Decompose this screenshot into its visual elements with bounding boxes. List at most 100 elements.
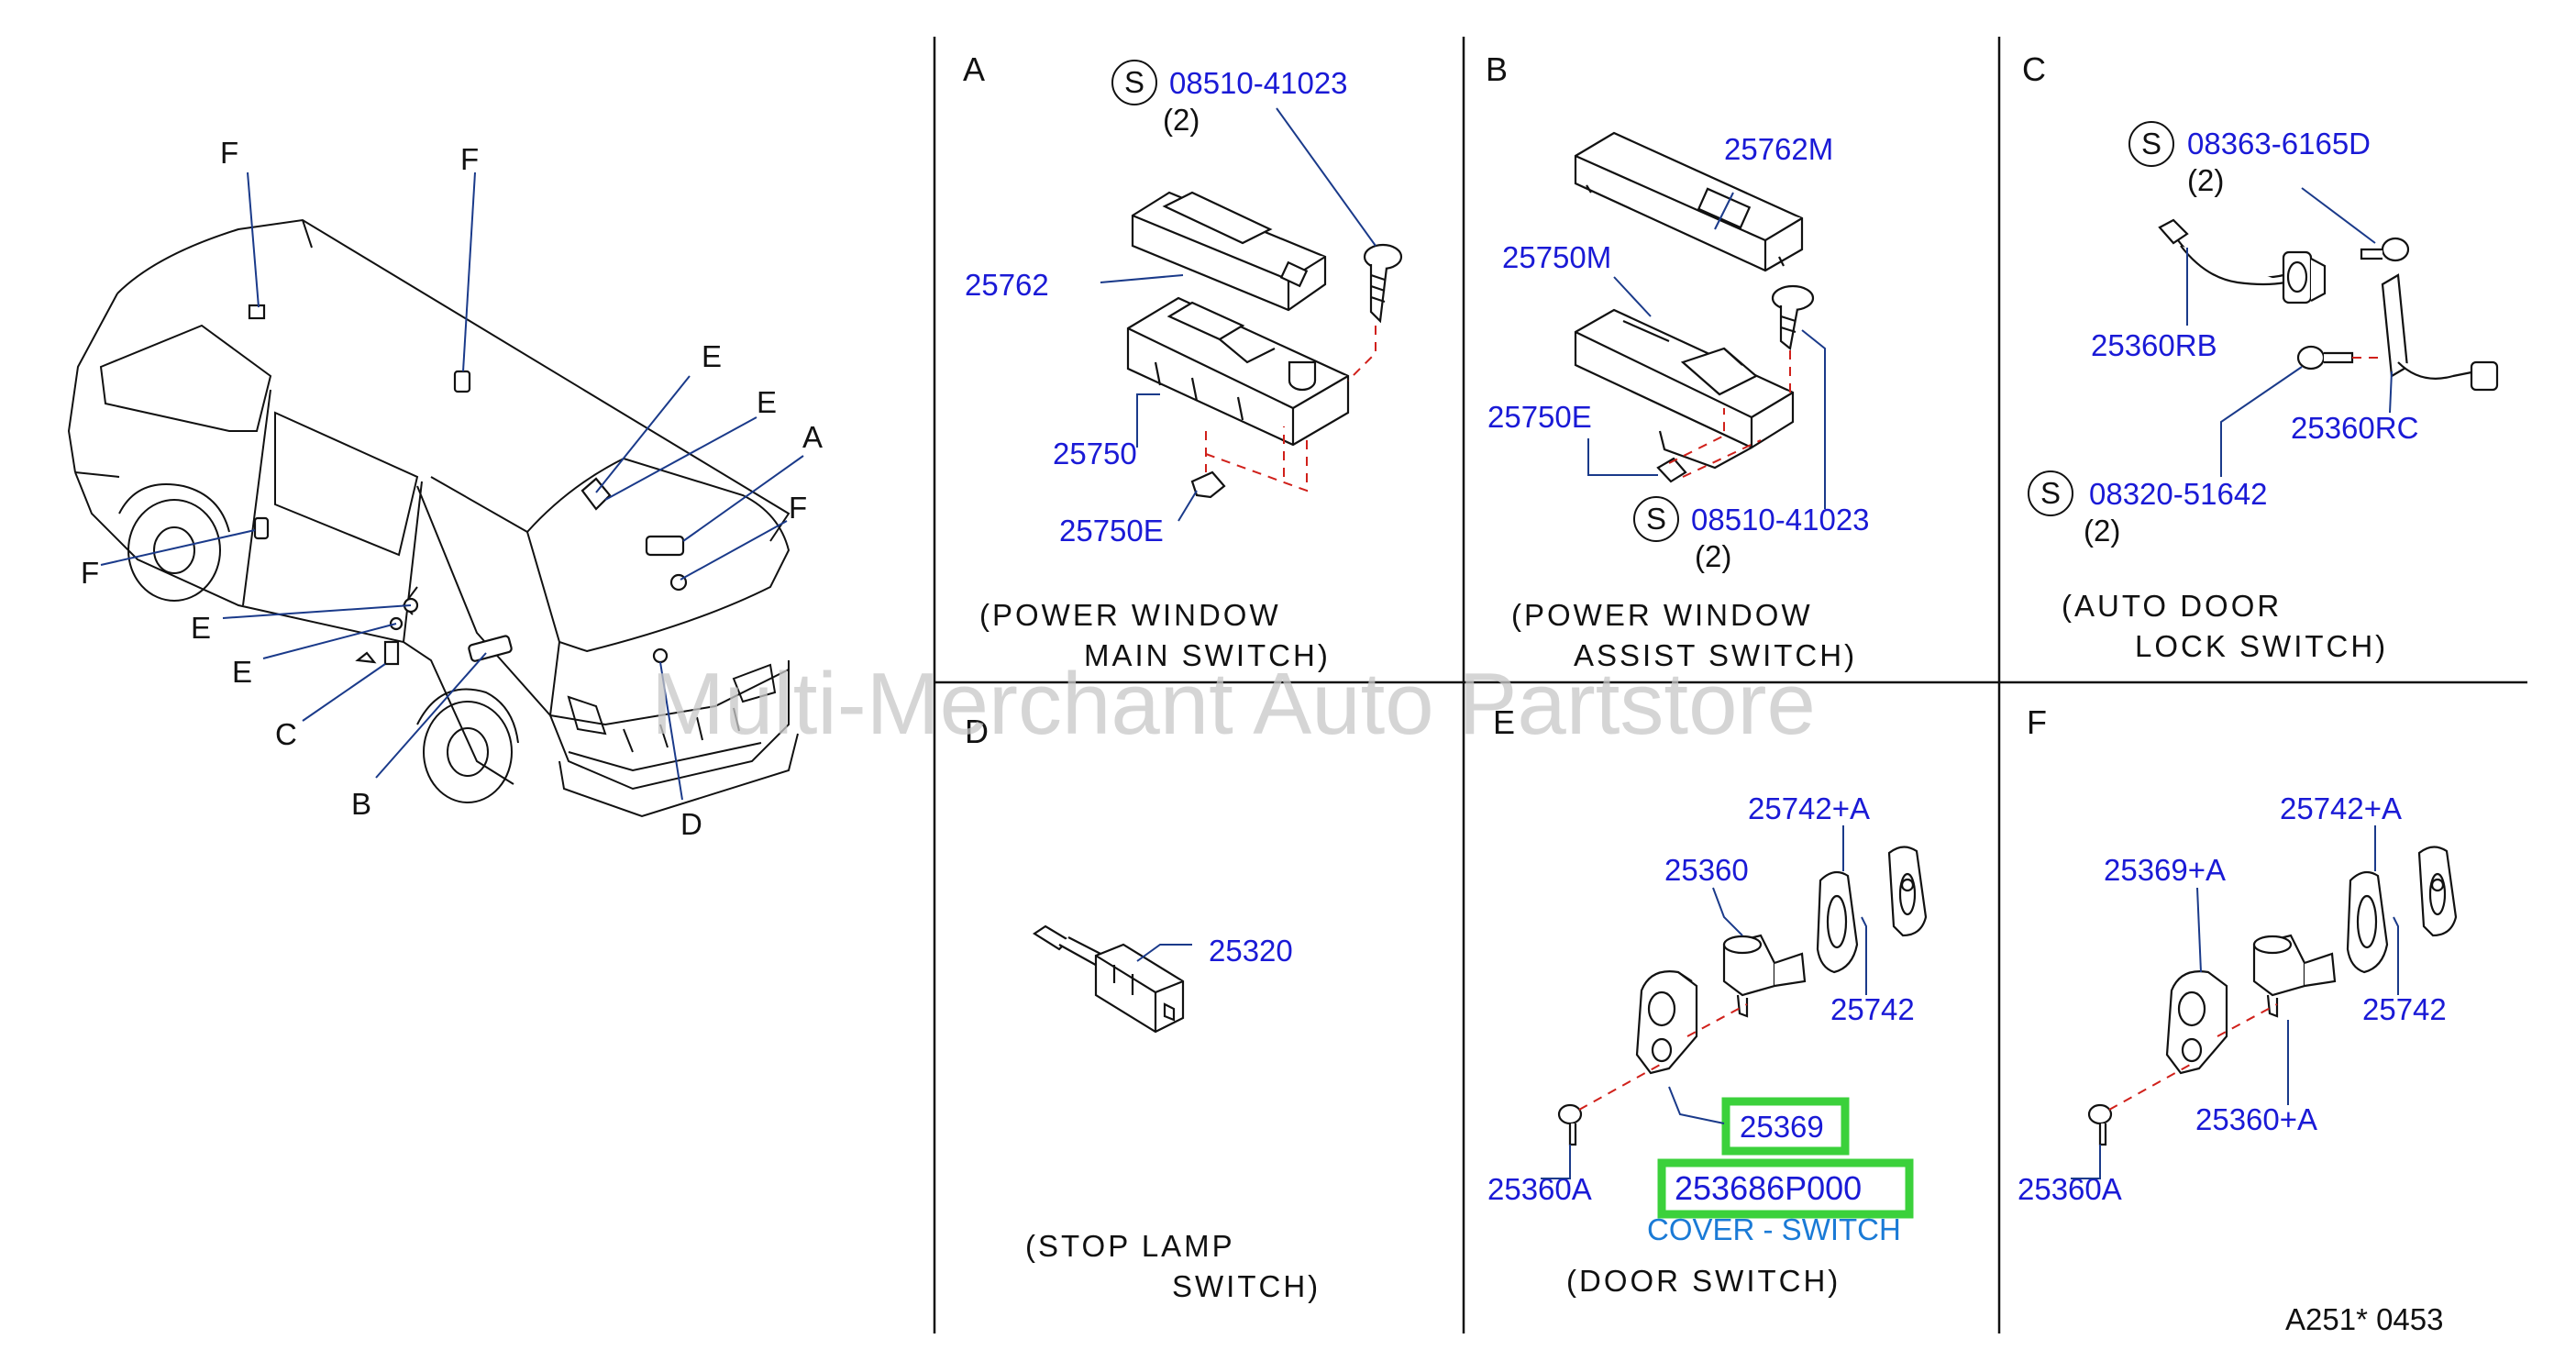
part-b-25750m[interactable]: 25750M	[1502, 240, 1611, 274]
marker-f-side	[253, 516, 270, 540]
f-switch-body-icon	[2252, 934, 2337, 1018]
caption-d-line1: (STOP LAMP	[1025, 1229, 1235, 1263]
vehicle-label-f4: F	[81, 556, 99, 590]
vehicle-overview: F F E E A F F E E C B D	[67, 136, 823, 841]
screw-symbol-b: S	[1646, 502, 1666, 536]
f-gasket-icon	[2417, 846, 2458, 937]
screw-symbol-icon	[1111, 60, 1157, 105]
part-c-screw2-qty: (2)	[2084, 514, 2120, 548]
part-f-25360a[interactable]: 25360A	[2018, 1172, 2122, 1206]
clip-icon	[1190, 470, 1226, 499]
van-outline	[67, 218, 799, 818]
f-boot-icon	[2346, 870, 2389, 974]
part-a-screw-code[interactable]: 08510-41023	[1169, 66, 1348, 100]
caption-d-line2: SWITCH)	[1172, 1269, 1321, 1303]
part-f-25369a[interactable]: 25369+A	[2104, 853, 2226, 887]
vehicle-label-e1: E	[702, 339, 722, 373]
caption-c-line2: LOCK SWITCH)	[2135, 629, 2388, 663]
part-e-253686p000[interactable]: 253686P000	[1675, 1169, 1862, 1207]
panel-letter-c: C	[2022, 50, 2046, 88]
part-e-25742[interactable]: 25742	[1830, 992, 1915, 1026]
part-f-25742[interactable]: 25742	[2362, 992, 2447, 1026]
panel-c-leaders	[2186, 187, 2393, 477]
part-e-25360a[interactable]: 25360A	[1487, 1172, 1592, 1206]
panel-d-leaders	[1136, 944, 1192, 962]
part-b-screw-code[interactable]: 08510-41023	[1691, 503, 1870, 537]
part-c-25360rc[interactable]: 25360RC	[2291, 411, 2418, 445]
marker-b	[468, 635, 513, 662]
panel-b-leaders	[1587, 192, 1826, 509]
vehicle-switch-markers	[248, 304, 688, 666]
panel-c: C S 08363-6165D (2) 25360RB 25360RC S 08…	[2022, 50, 2499, 663]
vehicle-label-f2: F	[460, 142, 479, 176]
panel-letter-f: F	[2027, 703, 2047, 741]
caption-a-line2: MAIN SWITCH)	[1084, 638, 1331, 672]
part-c-25360rb[interactable]: 25360RB	[2091, 328, 2217, 362]
vehicle-label-c: C	[275, 717, 297, 751]
screw-symbol-c2: S	[2040, 476, 2061, 510]
marker-c2	[355, 651, 377, 664]
panel-e: E 25742+A 25360 25742 25369 25360A 25368…	[1487, 703, 1928, 1298]
door-switch-bracket-icon	[1635, 970, 1698, 1075]
highlight-box-253686p000	[1657, 1158, 1914, 1219]
vehicle-leader-lines	[100, 172, 804, 801]
part-a-25762[interactable]: 25762	[965, 268, 1049, 302]
door-switch-body-icon	[1722, 934, 1807, 1018]
caption-b-line2: ASSIST SWITCH)	[1574, 638, 1857, 672]
lock-switch-rc-icon	[2381, 273, 2499, 392]
f-bracket-icon	[2165, 970, 2228, 1075]
part-f-25742a[interactable]: 25742+A	[2280, 791, 2402, 825]
vehicle-label-f1: F	[220, 136, 238, 170]
screw-symbol-b-icon	[1633, 496, 1679, 542]
panel-a: A S 08510-41023 (2) 25762 25750 25750E	[963, 50, 1403, 672]
part-c-screw1-code[interactable]: 08363-6165D	[2187, 127, 2371, 160]
part-e-25742a[interactable]: 25742+A	[1748, 791, 1870, 825]
screw-symbol-c1: S	[2141, 127, 2161, 160]
caption-e-line1: (DOOR SWITCH)	[1566, 1264, 1841, 1298]
f-assembly-lines	[2108, 1003, 2278, 1111]
panel-f: F 25742+A 25369+A 25742 25360+A 25360A	[2018, 703, 2458, 1206]
part-b-25762m[interactable]: 25762M	[1724, 132, 1833, 166]
stop-lamp-switch-icon	[1032, 924, 1185, 1034]
panel-f-leaders	[2071, 825, 2399, 1179]
watermark-text: Multi-Merchant Auto Partstore	[651, 655, 1816, 753]
vehicle-letters: F F E E A F F E E C B D	[81, 136, 823, 841]
assist-screw-icon	[1771, 284, 1815, 351]
part-a-25750e[interactable]: 25750E	[1059, 514, 1164, 548]
door-switch-boot-icon	[1816, 870, 1859, 974]
lock-switch-rb-icon	[2158, 218, 2327, 304]
marker-f-roof	[248, 304, 266, 320]
part-f-25360a-plus[interactable]: 25360+A	[2195, 1102, 2317, 1136]
vehicle-label-e3: E	[191, 611, 211, 645]
lock-screw1-icon	[2360, 237, 2410, 262]
screw-symbol-c1-icon	[2128, 121, 2174, 167]
marker-f-roof2	[453, 370, 471, 393]
caption-a-line1: (POWER WINDOW	[979, 598, 1281, 632]
screw-icon	[1363, 243, 1403, 324]
part-c-screw2-code[interactable]: 08320-51642	[2089, 477, 2268, 511]
panel-letter-e: E	[1493, 703, 1515, 741]
f-screw-icon	[2087, 1103, 2113, 1146]
vehicle-label-e4: E	[232, 655, 252, 689]
part-e-cover-switch-desc: COVER - SWITCH	[1647, 1212, 1901, 1246]
assist-assembly-lines	[1668, 350, 1791, 478]
switch-body-icon	[1126, 296, 1350, 447]
part-a-25750[interactable]: 25750	[1053, 437, 1137, 470]
part-c-screw1-qty: (2)	[2187, 163, 2224, 197]
part-d-25320[interactable]: 25320	[1209, 934, 1293, 968]
part-a-screw-qty: (2)	[1163, 103, 1200, 137]
panel-letter-a: A	[963, 50, 985, 88]
caption-c-line1: (AUTO DOOR	[2062, 589, 2282, 623]
panel-e-leaders	[1541, 825, 1867, 1179]
door-switch-gasket-icon	[1887, 846, 1928, 937]
part-e-25360[interactable]: 25360	[1664, 853, 1749, 887]
panel-grid	[933, 37, 2527, 1333]
vehicle-label-d: D	[680, 807, 702, 841]
part-b-screw-qty: (2)	[1695, 539, 1731, 573]
part-b-25750e[interactable]: 25750E	[1487, 400, 1592, 434]
part-e-25369[interactable]: 25369	[1740, 1110, 1824, 1144]
panel-d: D 25320 (STOP LAMP SWITCH)	[965, 713, 1321, 1303]
marker-c	[383, 640, 400, 666]
assist-cover-icon	[1574, 131, 1804, 272]
